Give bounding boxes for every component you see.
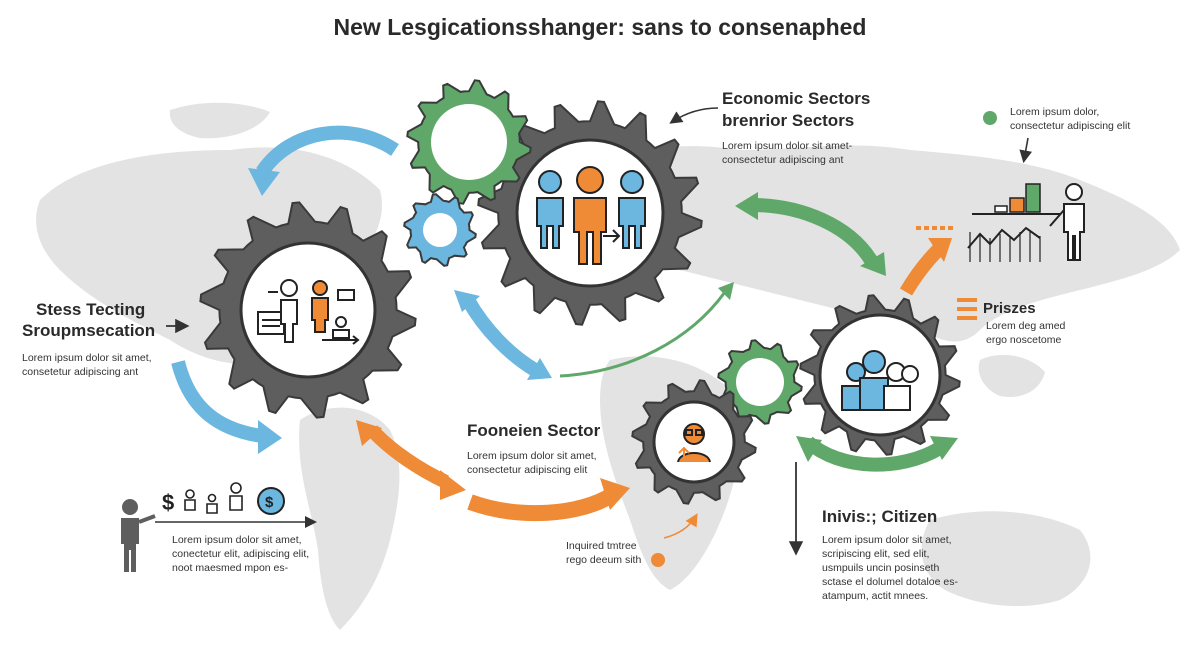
top-right-note-line1: Lorem ipsum dolor, [1010,106,1100,118]
bottom-left-text-line3: noot maesmed mpon es- [172,562,289,574]
economic-heading: Economic Sectors [722,89,871,108]
stress-text-line2: consetetur adipiscing ant [22,366,139,378]
arrow-blue-middle [454,290,552,380]
gear-hub-green-top [431,104,507,180]
prizes-text-line2: ergo noscetome [986,334,1062,346]
legend-dot-orange [651,553,665,567]
arrow-blue-top [248,125,399,196]
list-bars-icon [957,298,977,320]
bottom-left-text-line2: conectetur elit, adipiscing elit, [172,548,310,560]
economic-text-line2: consectetur adipiscing ant [722,154,844,166]
page-title: New Lesgicationsshanger: sans to consena… [333,14,867,40]
prizes-text-line1: Lorem deg amed [986,320,1066,332]
arrow-blue-bottom [171,360,282,454]
presentation-icon [257,279,360,345]
stress-heading: Stess Tecting [36,300,146,319]
people-small-icons [184,482,243,514]
top-right-note-line2: consectetur adipiscing elit [1010,120,1131,132]
citizen-text-line4: sctase el dolumel dotaloe es- [822,576,958,588]
arrow-green-right [735,192,886,276]
coin-icon: $ [257,487,285,515]
stress-text-line1: Lorem ipsum dolor sit amet, [22,352,152,364]
legend-dot-green [983,111,997,125]
pointer-arrow-inquired [663,513,698,539]
presenter-icon [121,499,317,572]
arrow-orange-right [899,238,952,296]
gear-hub-blue-small [423,213,457,247]
family-icon [841,350,919,411]
stress-subheading: Sroupmsecation [22,321,156,340]
prizes-heading: Priszes [983,300,1036,317]
arrow-green-thin [559,282,734,378]
economic-text-line1: Lorem ipsum dolor sit amet- [722,140,853,152]
gear-hub-citizen [818,313,942,437]
gear-hub-stress [239,241,377,379]
citizen-text-line3: usmpuils uncin posinseth [822,562,940,574]
chart-presenter-icon [916,183,1085,262]
gear-hub-green-small [736,358,784,406]
arrow-orange-bottom [467,478,630,522]
economic-subheading: brenrior Sectors [722,111,855,130]
pointer-arrow-economic [669,107,719,124]
dollar-sign-icon: $ [162,490,174,515]
people-group-icon [536,166,646,265]
citizen-text-line1: Lorem ipsum dolor sit amet, [822,534,952,546]
citizen-text-line5: atampum, actit mnees. [822,590,929,602]
foundation-text-line2: consectetur adipiscing elit [467,464,588,476]
citizen-text-line2: scripiscing elit, sed elit, [822,548,930,560]
arrow-orange-left [356,420,466,500]
inquired-text-line1: Inquired tmtree [566,540,637,552]
foundation-text-line1: Lorem ipsum dolor sit amet, [467,450,597,462]
world-map [36,102,1180,630]
arrow-green-bottom [796,436,958,472]
citizen-heading: Inivis:; Citizen [822,507,938,526]
coin-dollar-icon: $ [265,494,274,511]
pointer-arrow-top-right [1019,137,1033,164]
bottom-left-text-line1: Lorem ipsum dolor sit amet, [172,534,302,546]
inquired-text-line2: rego deeum sith [566,554,642,566]
foundation-heading: Fooneien Sector [467,421,601,440]
worker-icon [677,423,711,463]
